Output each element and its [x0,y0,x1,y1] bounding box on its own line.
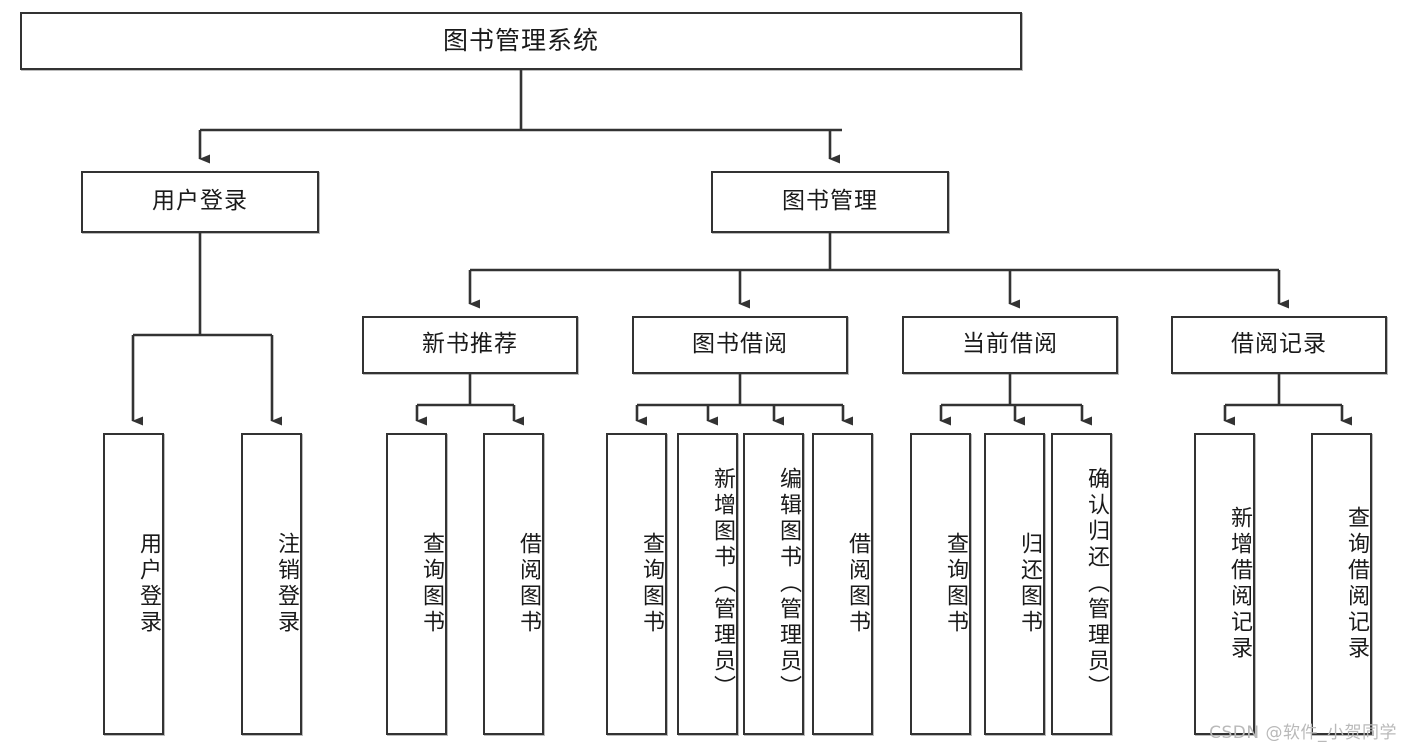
leaf-query-borrow-record[interactable]: 查询借阅记录 [1311,433,1372,735]
node-root-system[interactable]: 图书管理系统 [20,12,1022,70]
watermark-text: CSDN @软件_小贺同学 [1209,723,1397,743]
leaf-query-book-current[interactable]: 查询图书 [910,433,971,735]
node-borrow-record[interactable]: 借阅记录 [1171,316,1387,374]
node-book-borrow[interactable]: 图书借阅 [632,316,848,374]
node-new-book-recommend[interactable]: 新书推荐 [362,316,578,374]
leaf-user-login[interactable]: 用户登录 [103,433,164,735]
leaf-query-book-recommend[interactable]: 查询图书 [386,433,447,735]
leaf-borrow-book[interactable]: 借阅图书 [812,433,873,735]
leaf-edit-book-admin[interactable]: 编辑图书（管理员） [743,433,804,735]
leaf-logout-login[interactable]: 注销登录 [241,433,302,735]
leaf-borrow-book-recommend[interactable]: 借阅图书 [483,433,544,735]
node-current-borrow[interactable]: 当前借阅 [902,316,1118,374]
leaf-return-book[interactable]: 归还图书 [984,433,1045,735]
leaf-add-borrow-record[interactable]: 新增借阅记录 [1194,433,1255,735]
node-user-login[interactable]: 用户登录 [81,171,319,233]
leaf-query-book-borrow[interactable]: 查询图书 [606,433,667,735]
node-book-manage[interactable]: 图书管理 [711,171,949,233]
leaf-add-book-admin[interactable]: 新增图书（管理员） [677,433,738,735]
leaf-confirm-return-admin[interactable]: 确认归还（管理员） [1051,433,1112,735]
